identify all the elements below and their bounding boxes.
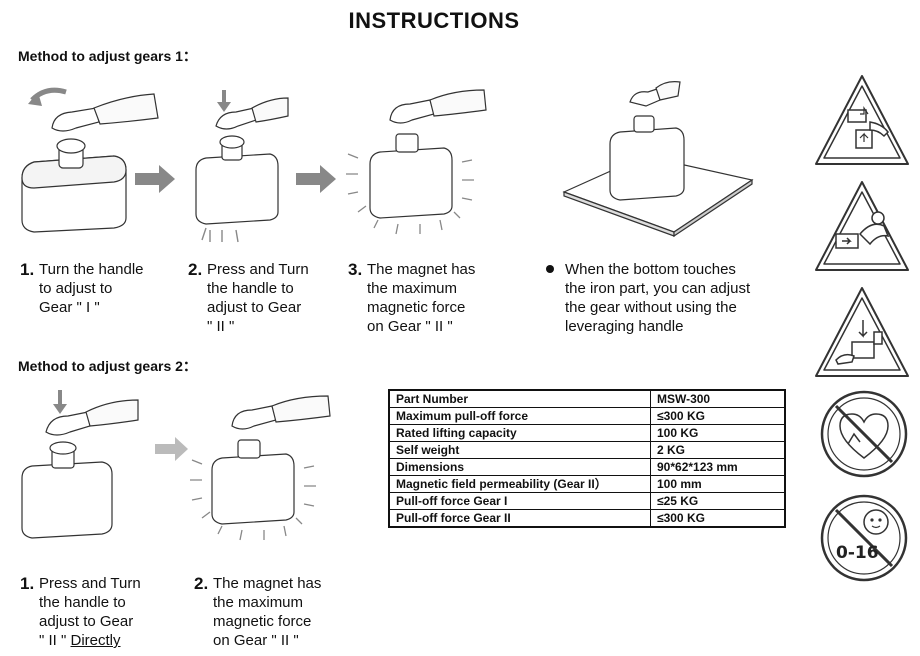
- bullet-icon: [546, 265, 554, 273]
- heavy-object-warning-icon: [815, 287, 909, 377]
- step-number: 2.: [194, 574, 209, 593]
- crush-hand-warning-icon: [815, 75, 909, 165]
- step-text-line: magnetic force: [213, 613, 312, 630]
- step-text-line: to adjust to: [39, 280, 113, 297]
- step-text-line: the handle to: [207, 280, 294, 297]
- step-text-line: Press and Turn: [39, 575, 141, 592]
- method1-heading: Method to adjust gears 1：: [18, 48, 197, 64]
- spec-label: Pull-off force Gear II: [388, 509, 651, 528]
- spec-value: 100 mm: [650, 475, 786, 493]
- table-row: Dimensions 90*62*123 mm: [388, 458, 786, 476]
- method2-heading: Method to adjust gears 2：: [18, 358, 197, 374]
- step-text-line: The magnet has: [213, 575, 322, 592]
- spec-label: Part Number: [388, 389, 651, 408]
- note-text-line: leveraging handle: [565, 318, 684, 335]
- method1-step2: 2. Press and Turn the handle to adjust t…: [188, 260, 338, 340]
- method2-step1: 1. Press and Turn the handle to adjust t…: [20, 574, 170, 654]
- table-row: Maximum pull-off force ≤300 KG: [388, 407, 786, 425]
- step-text-line: the handle to: [39, 594, 126, 611]
- spec-value: 90*62*123 mm: [650, 458, 786, 476]
- spec-value: MSW-300: [650, 389, 786, 408]
- spec-label: Maximum pull-off force: [388, 407, 651, 425]
- step-text-line: adjust to Gear: [39, 613, 134, 630]
- spec-value: ≤25 KG: [650, 492, 786, 510]
- note-text-line: When the bottom touches: [565, 261, 736, 278]
- spec-label: Magnetic field permeability (Gear II）: [388, 475, 651, 493]
- arrow-right-icon: [296, 165, 336, 193]
- note-text-line: the iron part, you can adjust: [565, 280, 751, 297]
- spec-label: Self weight: [388, 441, 651, 459]
- spec-value: 2 KG: [650, 441, 786, 459]
- method1-step1: 1. Turn the handle to adjust to Gear " I…: [20, 260, 170, 340]
- no-pacemaker-icon: [820, 390, 908, 478]
- table-row: Rated lifting capacity 100 KG: [388, 424, 786, 442]
- spec-value: 100 KG: [650, 424, 786, 442]
- note-text-line: the gear without using the: [565, 299, 737, 316]
- step-text-line: Gear " I ": [39, 299, 100, 316]
- spec-label: Pull-off force Gear I: [388, 492, 651, 510]
- spec-label: Rated lifting capacity: [388, 424, 651, 442]
- spec-value: ≤300 KG: [650, 509, 786, 528]
- spec-label: Dimensions: [388, 458, 651, 476]
- method1-step3-illustration: [346, 89, 487, 235]
- step-text-line: " II ": [39, 632, 67, 649]
- step-text-line: the maximum: [367, 280, 458, 297]
- table-row: Part Number MSW-300: [388, 389, 786, 408]
- step-number: 1.: [20, 574, 35, 593]
- page-title: INSTRUCTIONS: [348, 8, 520, 33]
- step-text-line: The magnet has: [367, 261, 476, 278]
- method2-step1-illustration: [21, 390, 139, 539]
- bottom-touch-iron-illustration: [562, 81, 754, 238]
- method1-step3: 3. The magnet has the maximum magnetic f…: [348, 260, 508, 340]
- directly-underlined-text: Directly: [70, 632, 121, 649]
- step-text-line: adjust to Gear: [207, 299, 302, 316]
- step-text-line: magnetic force: [367, 299, 466, 316]
- step-number: 3.: [348, 260, 363, 279]
- step-text-line: on Gear " II ": [367, 318, 453, 335]
- step-text-line: Press and Turn: [207, 261, 309, 278]
- step-number: 2.: [188, 260, 203, 279]
- step-text-line: Turn the handle: [39, 261, 144, 278]
- magnetic-field-hand-warning-icon: [815, 181, 909, 271]
- no-children-icon: 0-16: [820, 494, 908, 582]
- spec-value: ≤300 KG: [650, 407, 786, 425]
- arrow-right-icon: [155, 437, 188, 461]
- method1-note: When the bottom touches the iron part, y…: [546, 260, 796, 340]
- step-text-line: " II ": [207, 318, 235, 335]
- step-text-line: on Gear " II ": [213, 632, 299, 649]
- table-row: Self weight 2 KG: [388, 441, 786, 459]
- step-text-line: the maximum: [213, 594, 304, 611]
- method2-step2-illustration: [190, 395, 331, 541]
- method2-step2: 2. The magnet has the maximum magnetic f…: [194, 574, 344, 654]
- method1-step1-illustration: [21, 87, 159, 233]
- table-row: Pull-off force Gear II ≤300 KG: [388, 509, 786, 528]
- age-label: 0-16: [836, 543, 879, 563]
- table-row: Pull-off force Gear I ≤25 KG: [388, 492, 786, 510]
- spec-table: Part Number MSW-300 Maximum pull-off for…: [388, 389, 786, 528]
- table-row: Magnetic field permeability (Gear II） 10…: [388, 475, 786, 493]
- method1-step2-illustration: [195, 90, 289, 243]
- step-number: 1.: [20, 260, 35, 279]
- arrow-right-icon: [135, 165, 175, 193]
